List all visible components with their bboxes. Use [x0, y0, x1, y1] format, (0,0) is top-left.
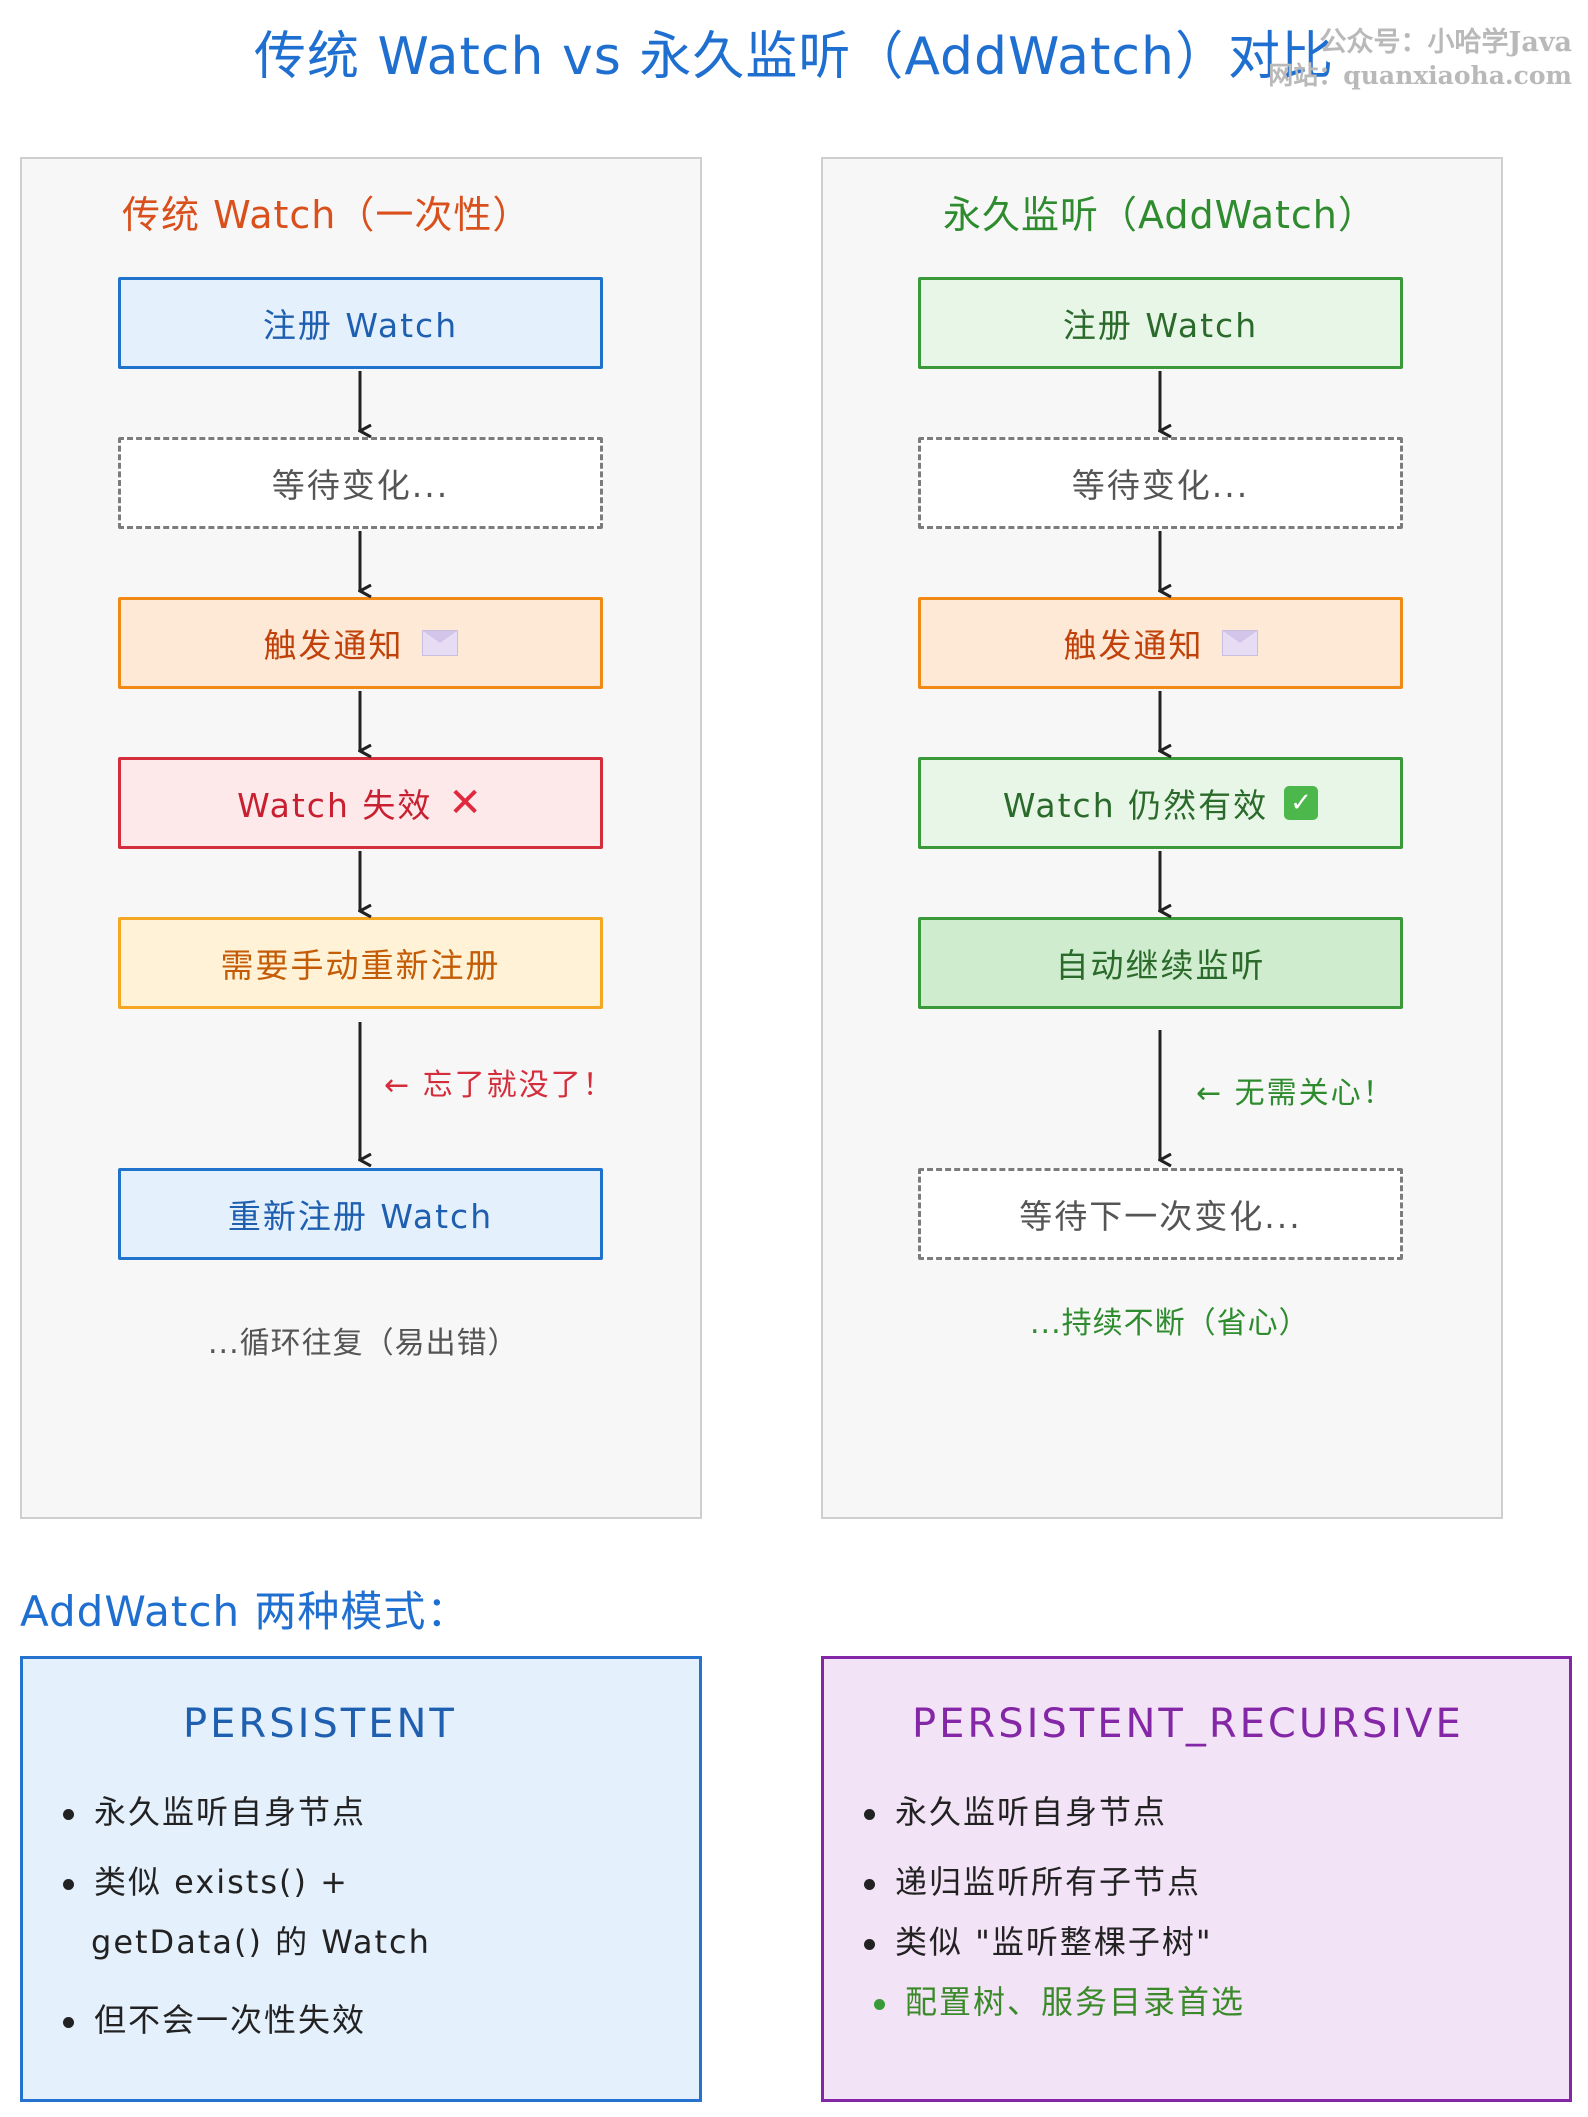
persistent-recursive-mode-card: PERSISTENT_RECURSIVE 永久监听自身节点 递归监听所有子节点 …: [821, 1656, 1572, 2102]
right-step-wait: 等待变化...: [918, 437, 1403, 529]
traditional-watch-title: 传统 Watch（一次性）: [122, 193, 532, 237]
persistent-bullet-2-cont: getData() 的 Watch: [91, 1923, 431, 1961]
right-step-register-label: 注册 Watch: [1062, 306, 1259, 345]
right-note: ← 无需关心！: [1196, 1076, 1395, 1111]
envelope-icon: [1221, 630, 1258, 656]
left-step-wait: 等待变化...: [118, 437, 603, 529]
recursive-bullet-1-text: 永久监听自身节点: [895, 1793, 1168, 1831]
left-step-wait-label: 等待变化...: [271, 466, 450, 505]
right-step-wait-next-label: 等待下一次变化...: [1019, 1197, 1302, 1236]
left-step-reregister-label: 重新注册 Watch: [227, 1197, 494, 1236]
bullet-dot: [864, 1808, 875, 1820]
recursive-bullet-2-text: 递归监听所有子节点: [895, 1863, 1202, 1901]
left-step-register-label: 注册 Watch: [262, 306, 459, 345]
bullet-dot: [864, 1938, 875, 1950]
persistent-recursive-mode-title: PERSISTENT_RECURSIVE: [912, 1701, 1464, 1747]
right-step-notify-label: 触发通知: [1063, 626, 1204, 665]
flow-arrows: [0, 371, 1588, 1600]
right-step-auto-continue-label: 自动继续监听: [1055, 946, 1266, 985]
right-step-register: 注册 Watch: [918, 277, 1403, 369]
recursive-bullet-2: 递归监听所有子节点: [864, 1857, 1201, 1903]
persistent-bullet-1: 永久监听自身节点: [63, 1787, 366, 1833]
persistent-bullet-3: 但不会一次性失效: [63, 1995, 366, 2041]
left-step-reregister-manual: 需要手动重新注册: [118, 917, 603, 1009]
persistent-bullet-3-text: 但不会一次性失效: [94, 2001, 367, 2039]
bullet-dot: [63, 1808, 74, 1820]
bullet-dot: [63, 2016, 74, 2028]
right-step-wait-label: 等待变化...: [1071, 466, 1250, 505]
watermark-line-1: 公众号：小哈学Java: [1319, 27, 1572, 58]
recursive-bullet-3: 类似 "监听整棵子树": [864, 1917, 1213, 1963]
right-footer: ...持续不断（省心）: [1030, 1306, 1310, 1341]
persistent-bullet-2: 类似 exists() +: [63, 1857, 349, 1903]
check-mark-icon: ✓: [1284, 786, 1319, 820]
left-step-reregister-manual-label: 需要手动重新注册: [220, 946, 501, 985]
left-step-notify: 触发通知: [118, 597, 603, 689]
right-step-still-valid: Watch 仍然有效 ✓: [918, 757, 1403, 849]
persistent-mode-card: PERSISTENT 永久监听自身节点 类似 exists() + getDat…: [20, 1656, 702, 2102]
bullet-dot: [63, 1878, 74, 1890]
left-step-notify-label: 触发通知: [263, 626, 404, 665]
page-title: 传统 Watch vs 永久监听（AddWatch）对比: [254, 27, 1334, 87]
bullet-dot: [864, 1878, 875, 1890]
envelope-icon: [421, 630, 458, 656]
left-step-register: 注册 Watch: [118, 277, 603, 369]
left-step-invalid: Watch 失效 ✕: [118, 757, 603, 849]
recursive-bullet-4-text: 配置树、服务目录首选: [905, 1983, 1246, 2021]
left-step-reregister: 重新注册 Watch: [118, 1168, 603, 1260]
left-step-invalid-label: Watch 失效: [237, 786, 433, 825]
left-footer: ...循环往复（易出错）: [208, 1326, 519, 1361]
watermark-line-2: 网站：quanxiaoha.com: [1268, 61, 1572, 90]
right-step-wait-next: 等待下一次变化...: [918, 1168, 1403, 1260]
bullet-dot: [874, 1998, 885, 2010]
right-step-notify: 触发通知: [918, 597, 1403, 689]
persistent-bullet-1-text: 永久监听自身节点: [94, 1793, 367, 1831]
right-step-auto-continue: 自动继续监听: [918, 917, 1403, 1009]
persistent-watch-title: 永久监听（AddWatch）: [943, 193, 1377, 237]
cross-mark-icon: ✕: [448, 780, 484, 826]
persistent-mode-title: PERSISTENT: [183, 1701, 457, 1747]
recursive-bullet-3-text: 类似 "监听整棵子树": [895, 1923, 1213, 1961]
right-step-still-valid-label: Watch 仍然有效: [1002, 786, 1269, 825]
modes-section-title: AddWatch 两种模式：: [20, 1587, 470, 1636]
recursive-bullet-4: 配置树、服务目录首选: [874, 1977, 1245, 2023]
left-note: ← 忘了就没了！: [384, 1068, 615, 1103]
recursive-bullet-1: 永久监听自身节点: [864, 1787, 1167, 1833]
persistent-bullet-2-text: 类似 exists() +: [94, 1863, 349, 1901]
